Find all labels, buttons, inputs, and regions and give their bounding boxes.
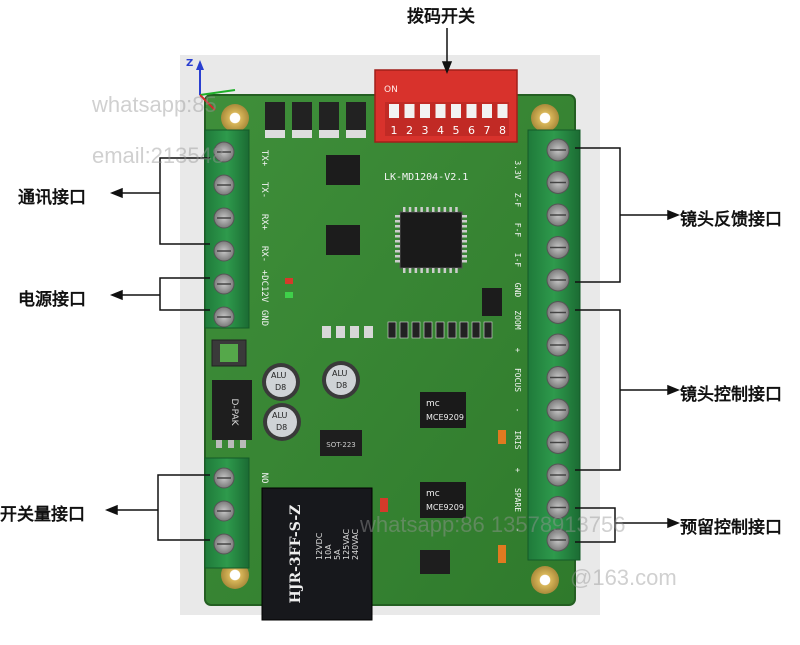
cap-1-bottom: D8 xyxy=(275,383,286,392)
dip-number-8: 8 xyxy=(499,124,506,137)
callout-lens-feedback: 镜头反馈接口 xyxy=(680,210,782,230)
electrolytic-caps: ALU D8 ALU D8 ALU D8 xyxy=(262,361,360,441)
right-label-8: - xyxy=(513,408,522,413)
driver-2-brand: mc xyxy=(426,489,440,499)
dip-on-label: ON xyxy=(384,85,398,95)
resistor-array xyxy=(322,321,493,339)
dip-key-1 xyxy=(389,104,399,118)
cap-3-bottom: D8 xyxy=(276,423,287,432)
dip-key-group xyxy=(389,104,508,118)
driver-chip-1: mc MCE9209 xyxy=(420,392,466,428)
relay-model: HJR-3FF-S-Z xyxy=(288,505,304,604)
right-label-12: - xyxy=(513,528,522,533)
right-label-4: GND xyxy=(513,283,522,298)
right-label-6: + xyxy=(513,348,522,353)
watermark-3: whatsapp:86 13578913756 xyxy=(360,512,626,537)
left-label-3: RX- xyxy=(259,246,269,262)
right-label-3: I-F xyxy=(513,253,522,268)
right-label-5: ZOOM xyxy=(513,310,522,329)
driver-chip-2: mc MCE9209 xyxy=(420,482,466,518)
axis-indicator: Z xyxy=(186,58,236,111)
relay-spec-4: 240VAC xyxy=(351,528,360,560)
callout-reserved-control: 预留控制接口 xyxy=(680,518,782,538)
callout-lines xyxy=(104,28,681,543)
right-terminal-block xyxy=(527,129,581,561)
dip-number-7: 7 xyxy=(484,124,491,137)
cap-2-top: ALU xyxy=(332,369,348,378)
left-header-labels: TX+ TX- RX+ RX- +DC12V GND xyxy=(259,150,269,326)
axis-z-label: Z xyxy=(186,58,193,69)
callout-dip-switch: 拨码开关 xyxy=(407,7,475,27)
mount-hole-top-right xyxy=(531,104,559,132)
sot223-regulator: SOT-223 xyxy=(320,430,362,456)
relay-spec-2: 5A xyxy=(333,549,342,560)
watermark-2: email:213548 xyxy=(92,143,225,168)
dpak-regulator: D-PAK xyxy=(212,380,252,448)
right-header-labels: 3.3V Z-F F-F I-F GND ZOOM + FOCUS - IRIS + SPARE - xyxy=(513,160,522,532)
dip-number-1: 1 xyxy=(391,124,398,137)
cap-2-bottom: D8 xyxy=(336,381,347,390)
callout-comm-port: 通讯接口 xyxy=(18,188,86,208)
dip-key-2 xyxy=(404,104,415,118)
top-components xyxy=(265,102,366,138)
right-label-0: 3.3V xyxy=(513,160,522,179)
right-label-7: FOCUS xyxy=(513,368,522,392)
mount-hole-top-left xyxy=(221,104,249,132)
left-label-1: TX- xyxy=(259,182,269,198)
left-label-5: GND xyxy=(259,310,269,326)
cap-3-top: ALU xyxy=(272,411,288,420)
right-label-9: IRIS xyxy=(513,430,522,449)
left-terminal-block-bottom xyxy=(204,457,250,569)
dpak-label: D-PAK xyxy=(229,398,239,426)
right-label-2: F-F xyxy=(513,223,522,238)
left-bottom-label-0: NO xyxy=(259,473,269,484)
watermark-4: @163.com xyxy=(570,565,677,590)
right-label-11: SPARE xyxy=(513,488,522,512)
driver-1-model: MCE9209 xyxy=(426,413,464,422)
left-label-4: +DC12V xyxy=(259,270,269,303)
mount-hole-bottom-right xyxy=(531,566,559,594)
board-model: LK-MD1204-V2.1 xyxy=(384,172,468,183)
smd-details xyxy=(285,278,506,574)
callout-power-port: 电源接口 xyxy=(18,290,86,310)
dip-key-3 xyxy=(420,104,430,118)
relay-spec-0: 12VDC xyxy=(315,532,324,560)
left-label-2: RX+ xyxy=(259,214,269,231)
dip-key-6 xyxy=(466,104,477,118)
callout-lens-control: 镜头控制接口 xyxy=(680,385,782,405)
driver-1-brand: mc xyxy=(426,399,440,409)
left-label-0: TX+ xyxy=(259,150,269,167)
dip-number-6: 6 xyxy=(468,124,475,137)
small-ics xyxy=(326,155,502,316)
driver-2-model: MCE9209 xyxy=(426,503,464,512)
watermark-1: whatsapp:85 xyxy=(92,92,217,117)
callout-switch-port: 开关量接口 xyxy=(0,505,85,525)
dip-key-7 xyxy=(482,104,492,118)
relay-spec-3: 125VAC xyxy=(342,528,351,560)
right-label-1: Z-F xyxy=(513,193,522,208)
dip-key-5 xyxy=(451,104,461,118)
dip-number-5: 5 xyxy=(453,124,460,137)
sot-label: SOT-223 xyxy=(326,441,355,449)
right-label-10: + xyxy=(513,468,522,473)
main-mcu xyxy=(395,207,467,273)
dip-number-4: 4 xyxy=(437,124,444,137)
dip-key-8 xyxy=(497,104,508,118)
dip-number-3: 3 xyxy=(422,124,429,137)
dip-key-4 xyxy=(435,104,446,118)
left-terminal-block-top xyxy=(204,129,250,329)
dip-number-2: 2 xyxy=(406,124,413,137)
cap-1-top: ALU xyxy=(271,371,287,380)
relay-spec-1: 10A xyxy=(324,544,333,560)
